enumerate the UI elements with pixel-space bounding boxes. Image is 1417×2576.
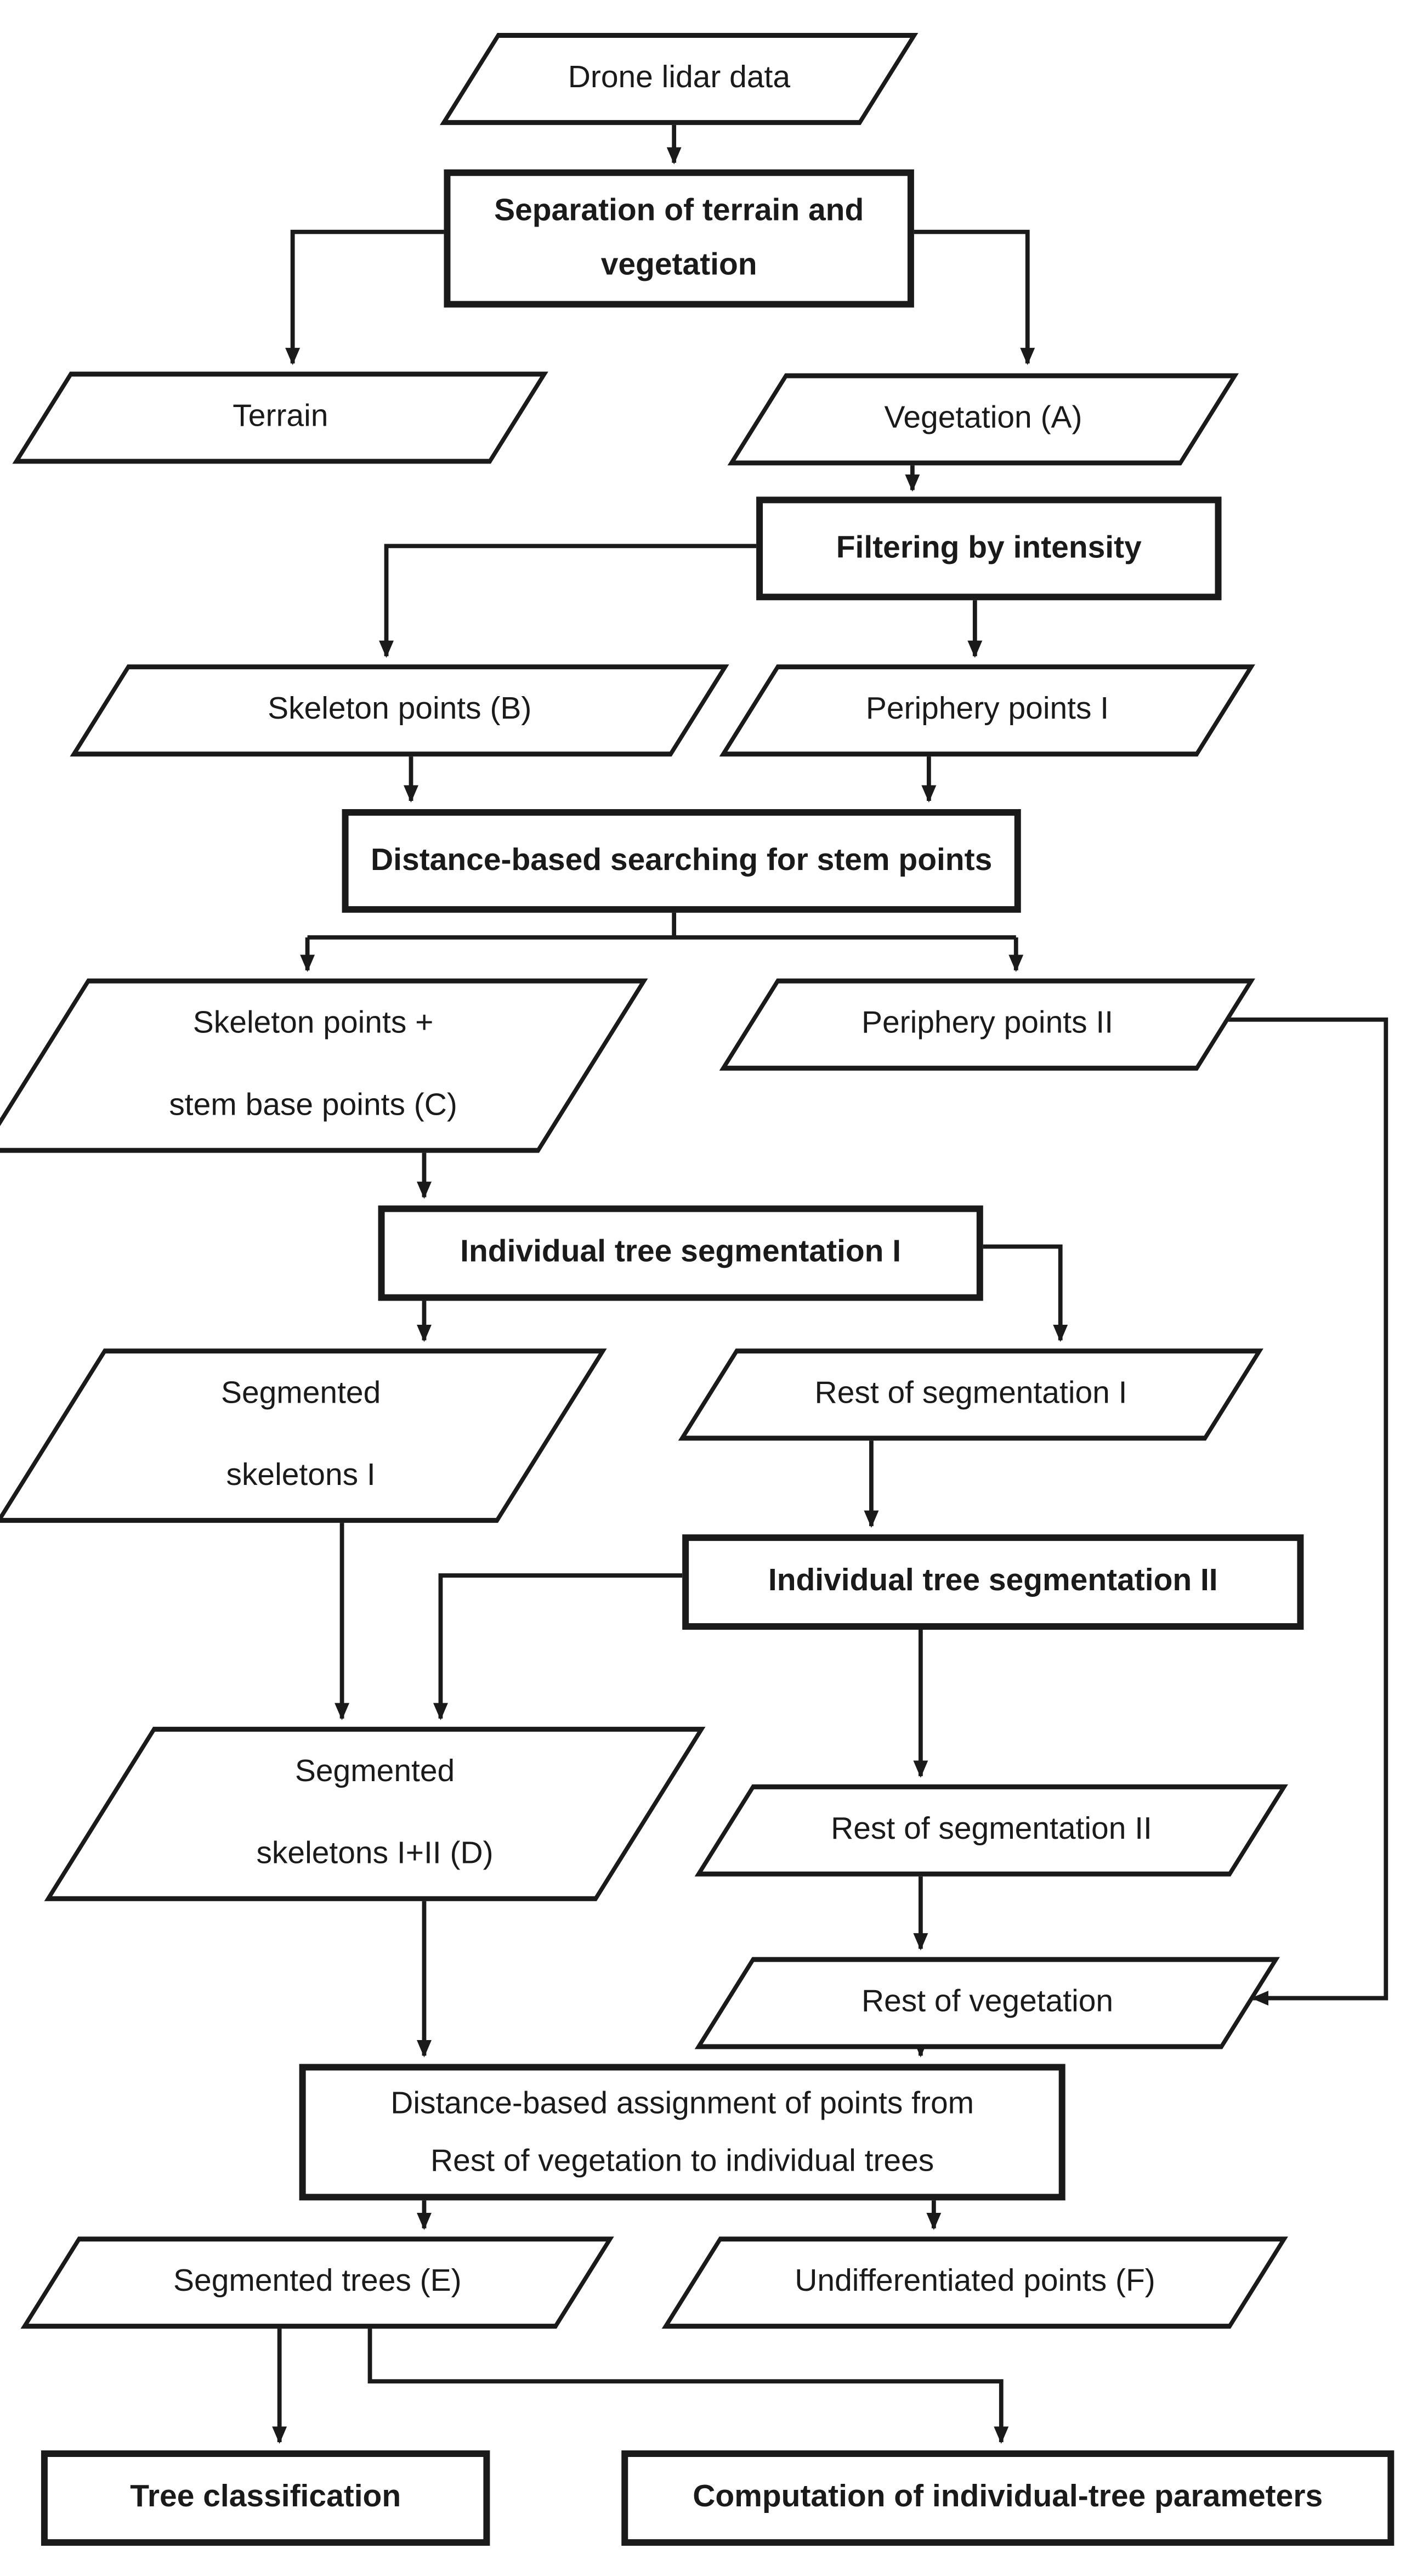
node-label: Drone lidar data: [568, 61, 790, 96]
node-label: stem base points (C): [169, 1088, 457, 1123]
node-terrain: Terrain: [12, 371, 548, 464]
node-label: Tree classification: [130, 2480, 401, 2515]
node-label: Periphery points I: [865, 692, 1109, 727]
node-rest-of-vegetation: Rest of vegetation: [694, 1957, 1280, 2049]
node-label: Rest of vegetation to individual trees: [430, 2143, 934, 2178]
node-rest-of-segmentation-1: Rest of segmentation I: [678, 1348, 1263, 1441]
node-vegetation-a: Vegetation (A): [727, 373, 1239, 466]
node-segmented-skeletons-1-2-d: Segmented skeletons I+II (D): [44, 1726, 706, 1901]
node-skeleton-points-b: Skeleton points (B): [70, 664, 729, 757]
node-distance-based-assignment: Distance-based assignment of points from…: [299, 2064, 1065, 2201]
node-label: Skeleton points +: [192, 1006, 434, 1041]
node-undifferentiated-points-f: Undifferentiated points (F): [661, 2236, 1288, 2329]
node-label: vegetation: [600, 248, 757, 283]
node-label: skeletons I: [226, 1459, 376, 1494]
node-individual-tree-segmentation-1: Individual tree segmentation I: [378, 1205, 983, 1301]
node-label: Rest of segmentation I: [814, 1376, 1127, 1411]
node-label: Segmented trees (E): [173, 2264, 462, 2300]
node-label: Computation of individual-tree parameter…: [693, 2480, 1323, 2515]
node-label: Individual tree segmentation II: [768, 1564, 1218, 1599]
node-rest-of-segmentation-2: Rest of segmentation II: [694, 1784, 1288, 1877]
node-label: Skeleton points (B): [267, 692, 532, 727]
node-label: skeletons I+II (D): [256, 1837, 494, 1872]
node-periphery-points-1: Periphery points I: [719, 664, 1255, 757]
node-periphery-points-2: Periphery points II: [719, 978, 1255, 1071]
node-label: Separation of terrain and: [494, 194, 864, 229]
node-label: Segmented: [220, 1376, 381, 1411]
node-skeleton-stem-base-c: Skeleton points + stem base points (C): [0, 978, 648, 1153]
node-label: Rest of segmentation II: [830, 1812, 1152, 1848]
node-individual-tree-segmentation-2: Individual tree segmentation II: [682, 1534, 1304, 1630]
node-distance-based-searching: Distance-based searching for stem points: [342, 809, 1021, 913]
node-label: Distance-based searching for stem points: [371, 843, 993, 878]
node-label: Periphery points II: [861, 1007, 1113, 1042]
node-label: Segmented: [294, 1754, 455, 1789]
node-tree-classification: Tree classification: [41, 2450, 490, 2546]
node-label: Vegetation (A): [884, 401, 1082, 436]
node-label: Individual tree segmentation I: [460, 1235, 902, 1270]
node-label: Terrain: [233, 399, 328, 434]
node-filtering-by-intensity: Filtering by intensity: [756, 496, 1222, 601]
node-drone-lidar-data: Drone lidar data: [439, 32, 919, 125]
node-label: Rest of vegetation: [861, 1985, 1113, 2020]
node-computation-parameters: Computation of individual-tree parameter…: [621, 2450, 1395, 2546]
node-label: Undifferentiated points (F): [795, 2264, 1155, 2300]
node-segmented-skeletons-1: Segmented skeletons I: [0, 1348, 607, 1523]
node-label: Distance-based assignment of points from: [390, 2086, 974, 2121]
node-label: Filtering by intensity: [836, 530, 1142, 566]
node-segmented-trees-e: Segmented trees (E): [20, 2236, 614, 2329]
node-separation-terrain-vegetation: Separation of terrain and vegetation: [444, 169, 914, 308]
